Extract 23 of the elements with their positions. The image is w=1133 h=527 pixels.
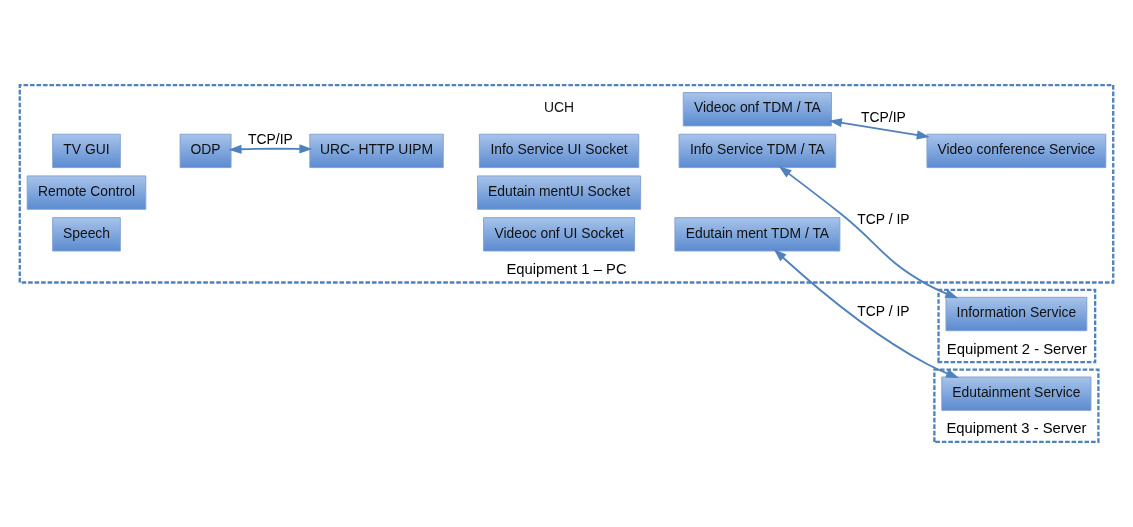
node-box: URC- HTTP UIPM (309, 133, 444, 169)
arrow (828, 118, 930, 140)
node-box: Info Service TDM / TA (678, 133, 837, 169)
edge-label: TCP / IP (857, 302, 910, 319)
arrow (778, 166, 959, 299)
node-box: Edutain ment TDM / TA (674, 217, 841, 252)
label: UCH (544, 99, 575, 116)
node-box: Remote Control (26, 175, 147, 210)
node-box: Videoc onf TDM / TA (682, 92, 832, 127)
arrow (773, 249, 960, 378)
edge-label: TCP / IP (857, 211, 910, 228)
edge-label: TCP/IP (861, 109, 906, 126)
node-box: Info Service UI Socket (478, 133, 640, 169)
arrow (228, 144, 313, 154)
node-box: Video conference Service (926, 133, 1107, 169)
node-box: Edutain mentUI Socket (477, 175, 642, 210)
node-box: Videoc onf UI Socket (483, 217, 636, 252)
node-box: Edutainment Service (941, 376, 1092, 411)
node-box: ODP (179, 133, 232, 169)
node-box: Information Service (945, 296, 1088, 332)
edge-label: TCP/IP (248, 131, 293, 148)
node-box: TV GUI (52, 133, 121, 169)
node-box: Speech (52, 217, 121, 252)
